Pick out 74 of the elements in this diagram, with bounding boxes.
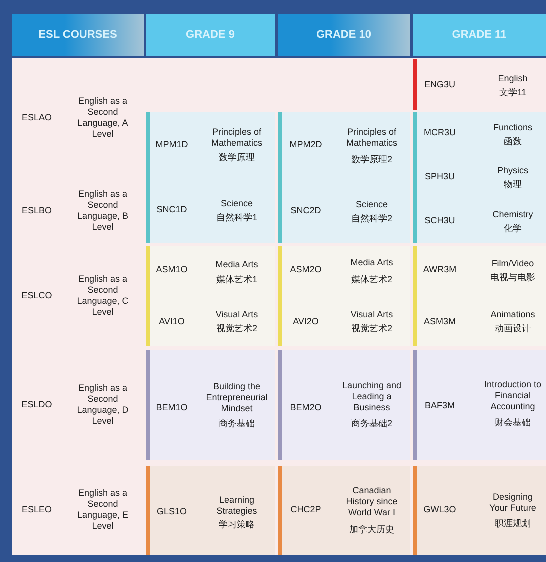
course-code: SPH3U xyxy=(424,172,456,182)
course-title-chinese: 媒体艺术2 xyxy=(350,274,394,286)
course-code: ASM3M xyxy=(422,316,457,328)
course-code: SNC2D xyxy=(290,206,322,216)
course-code: AWR3M xyxy=(422,264,458,276)
course-title-chinese: 电视与电影 xyxy=(490,272,536,284)
course-title-chinese: 化学 xyxy=(503,224,523,234)
course-title: Launching and Leading a Business xyxy=(341,380,403,414)
course-title: Canadian History since World War I xyxy=(345,486,399,518)
course-code: ESLDO xyxy=(20,400,54,410)
course-title-chinese: 数学原理2 xyxy=(350,154,394,166)
course-code: AVI2O xyxy=(292,316,320,328)
course-title-chinese: 商务基础 xyxy=(218,418,256,430)
course-title-chinese: 财会基础 xyxy=(494,418,532,428)
course-title-chinese: 商务基础2 xyxy=(350,418,394,430)
course-description: English as a Second Language, B Level xyxy=(76,189,130,233)
course-title-chinese: 文学11 xyxy=(498,88,528,98)
course-code: MPM2D xyxy=(288,140,324,150)
course-title: Introduction to Financial Accounting xyxy=(484,380,542,412)
course-code: CHC2P xyxy=(290,504,322,516)
course-code: ESLAO xyxy=(20,112,53,124)
course-code: SCH3U xyxy=(424,216,456,226)
course-title-chinese: 加拿大历史 xyxy=(348,524,396,536)
course-title: Learning Strategies xyxy=(216,495,258,517)
course-title: Principles of Mathematics xyxy=(345,127,399,149)
course-title-chinese: 动画设计 xyxy=(494,324,532,334)
column-header: GRADE 10 xyxy=(278,14,410,56)
course-title-chinese: 媒体艺术1 xyxy=(215,274,258,286)
course-title-chinese: 视觉艺术2 xyxy=(215,324,258,334)
course-title: Media Arts xyxy=(350,258,394,268)
course-title-chinese: 自然科学2 xyxy=(350,214,394,224)
course-title-chinese: 视觉艺术2 xyxy=(350,324,394,334)
course-title: Building the Entrepreneurial Mindset xyxy=(205,382,269,414)
column-header: GRADE 9 xyxy=(146,14,275,56)
course-title: Functions xyxy=(492,122,534,134)
course-title-chinese: 职涯规划 xyxy=(494,518,532,530)
course-title: Designing Your Future xyxy=(488,492,538,514)
course-title: Animations xyxy=(490,310,536,320)
course-code: ESLCO xyxy=(20,290,54,302)
course-code: BAF3M xyxy=(424,400,456,412)
course-title: Physics xyxy=(496,166,530,176)
column-header: GRADE 11 xyxy=(413,14,546,56)
course-description: English as a Second Language, A Level xyxy=(76,96,130,140)
course-code: ENG3U xyxy=(423,80,456,90)
course-title: Visual Arts xyxy=(350,310,394,320)
course-code: GWL3O xyxy=(422,504,458,516)
course-title-chinese: 物理 xyxy=(503,180,523,190)
course-title-chinese: 学习策略 xyxy=(218,520,256,530)
course-title: English xyxy=(497,74,529,84)
course-code: MPM1D xyxy=(154,140,190,150)
course-code: BEM2O xyxy=(289,402,323,414)
course-code: ESLEO xyxy=(20,504,53,516)
course-title: Science xyxy=(354,200,390,210)
course-title: Science xyxy=(220,198,254,210)
course-code: GLS1O xyxy=(156,506,188,518)
course-description: English as a Second Language, D Level xyxy=(76,383,130,427)
course-title: Media Arts xyxy=(214,260,260,270)
course-description: English as a Second Language, C Level xyxy=(76,274,130,318)
course-title-chinese: 自然科学1 xyxy=(215,212,258,224)
course-code: MCR3U xyxy=(422,128,457,138)
course-title-chinese: 数学原理 xyxy=(218,152,256,164)
course-title: Chemistry xyxy=(492,210,534,220)
column-header: ESL COURSES xyxy=(12,14,144,56)
course-title: Visual Arts xyxy=(214,310,260,320)
course-code: ASM2O xyxy=(289,264,323,276)
course-title: Film/Video xyxy=(490,258,536,270)
course-code: ASM1O xyxy=(155,264,189,276)
course-code: SNC1D xyxy=(156,204,188,216)
course-title: Principles of Mathematics xyxy=(210,127,264,149)
course-code: BEM1O xyxy=(155,402,189,414)
course-code: ESLBO xyxy=(20,206,53,216)
course-code: AVI1O xyxy=(158,316,186,328)
course-title-chinese: 函数 xyxy=(503,136,523,148)
course-description: English as a Second Language, E Level xyxy=(76,488,130,532)
